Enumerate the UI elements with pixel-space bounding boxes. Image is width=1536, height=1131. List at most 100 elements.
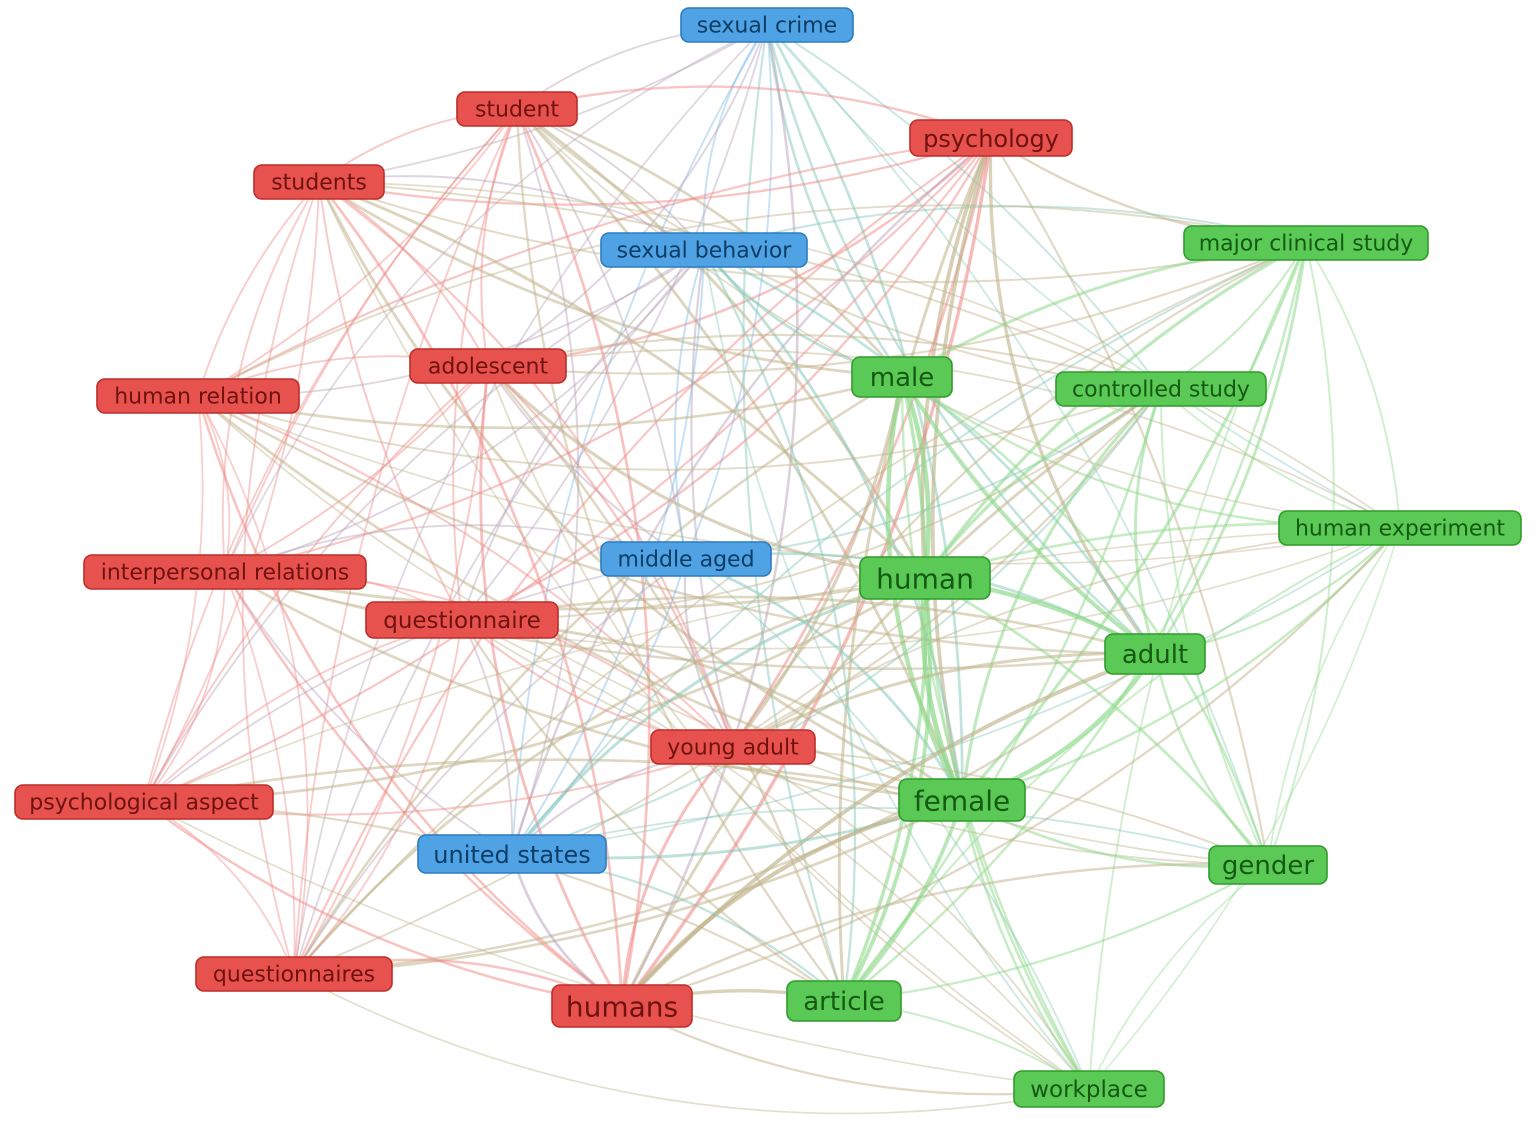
link-questionnaire-questionnaires	[293, 619, 463, 975]
node-workplace[interactable]: workplace	[1013, 1070, 1165, 1108]
link-students-human-experiment	[318, 181, 1401, 529]
node-label-questionnaires: questionnaires	[213, 963, 375, 988]
link-human-relation-adult	[196, 394, 1157, 656]
node-questionnaire[interactable]: questionnaire	[365, 601, 559, 639]
link-sexual-behavior-questionnaires	[293, 249, 705, 975]
node-box-interpersonal-relations	[83, 554, 367, 590]
node-box-workplace	[1013, 1070, 1165, 1108]
link-young-adult-humans	[620, 745, 735, 1008]
node-humans[interactable]: humans	[551, 984, 693, 1028]
link-questionnaire-gender	[461, 619, 1269, 866]
link-major-clinical-study-adult	[1153, 241, 1308, 656]
link-students-interpersonal-relations	[221, 181, 320, 573]
link-adult-young-adult	[731, 652, 1157, 749]
node-label-article: article	[803, 987, 885, 1017]
node-adult[interactable]: adult	[1104, 633, 1206, 675]
node-male[interactable]: male	[851, 356, 953, 398]
node-female[interactable]: female	[898, 778, 1026, 822]
node-major-clinical-study[interactable]: major clinical study	[1183, 225, 1429, 261]
node-box-sexual-crime	[680, 7, 854, 43]
link-human-experiment-gender	[1267, 527, 1401, 866]
link-human-experiment-female	[960, 526, 1402, 802]
node-label-human-experiment: human experiment	[1295, 517, 1505, 542]
node-interpersonal-relations[interactable]: interpersonal relations	[83, 554, 367, 590]
link-sexual-crime-sexual-behavior	[702, 24, 768, 251]
link-human-experiment-united-states	[511, 527, 1401, 855]
node-box-controlled-study	[1055, 371, 1267, 407]
network-nodes: sexual crime student psychology students sex…	[14, 7, 1522, 1108]
node-gender[interactable]: gender	[1208, 845, 1328, 885]
node-article[interactable]: article	[786, 980, 902, 1022]
link-sexual-behavior-adult	[702, 248, 1157, 656]
link-united-states-gender	[511, 807, 1269, 866]
link-sexual-behavior-article	[702, 248, 857, 1003]
node-label-questionnaire: questionnaire	[383, 608, 541, 634]
link-student-psychological-aspect	[143, 108, 518, 803]
node-sexual-behavior[interactable]: sexual behavior	[600, 232, 808, 268]
node-psychological-aspect[interactable]: psychological aspect	[14, 784, 274, 820]
link-adolescent-article	[486, 364, 846, 1003]
link-student-male	[515, 107, 904, 379]
node-student[interactable]: student	[456, 91, 578, 127]
link-controlled-study-united-states	[510, 387, 1163, 856]
node-psychology[interactable]: psychology	[909, 119, 1073, 157]
node-questionnaires[interactable]: questionnaires	[195, 956, 393, 992]
link-psychology-human-relation	[196, 136, 993, 398]
node-box-gender	[1208, 845, 1328, 885]
node-young-adult[interactable]: young adult	[650, 729, 816, 765]
link-sexual-crime-humans	[620, 23, 799, 1008]
link-psychology-gender	[989, 136, 1270, 867]
link-sexual-behavior-middle-aged	[674, 249, 705, 560]
link-human-relation-questionnaires	[197, 395, 309, 975]
link-adolescent-workplace	[487, 365, 1090, 1090]
node-adolescent[interactable]: adolescent	[409, 348, 567, 384]
link-psychological-aspect-humans	[142, 800, 624, 1008]
link-interpersonal-relations-united-states	[224, 571, 513, 855]
link-female-psychological-aspect	[142, 758, 964, 804]
link-student-human-relation	[197, 108, 518, 397]
link-sexual-behavior-interpersonal-relations	[224, 249, 705, 573]
link-adolescent-middle-aged	[486, 364, 688, 561]
node-label-psychological-aspect: psychological aspect	[29, 791, 259, 816]
node-box-psychological-aspect	[14, 784, 274, 820]
node-label-sexual-crime: sexual crime	[697, 14, 837, 39]
link-adolescent-human	[486, 364, 927, 580]
link-interpersonal-relations-questionnaires	[224, 571, 296, 975]
node-sexual-crime[interactable]: sexual crime	[680, 7, 854, 43]
node-human-experiment[interactable]: human experiment	[1278, 510, 1522, 546]
node-label-sexual-behavior: sexual behavior	[617, 239, 793, 264]
node-box-male	[851, 356, 953, 398]
link-human-experiment-humans	[620, 526, 1402, 1008]
node-box-questionnaires	[195, 956, 393, 992]
link-sexual-crime-article	[742, 23, 846, 1003]
link-female-workplace	[960, 798, 1091, 1091]
link-sexual-behavior-psychological-aspect	[143, 249, 705, 803]
link-student-human	[515, 107, 927, 580]
link-psychology-students	[317, 136, 993, 206]
node-label-young-adult: young adult	[667, 736, 799, 761]
link-sexual-behavior-workplace	[703, 249, 1090, 1090]
node-box-young-adult	[650, 729, 816, 765]
node-human[interactable]: human	[859, 556, 991, 600]
node-box-article	[786, 980, 902, 1022]
link-human-relation-young-adult	[196, 394, 735, 749]
node-box-major-clinical-study	[1183, 225, 1429, 261]
node-united-states[interactable]: united states	[417, 834, 607, 874]
link-students-major-clinical-study	[317, 180, 1308, 284]
link-adolescent-human-experiment	[487, 348, 1401, 529]
node-label-student: student	[475, 98, 559, 123]
link-major-clinical-study-female	[960, 241, 1308, 802]
node-label-humans: humans	[566, 991, 678, 1024]
link-male-gender	[900, 375, 1270, 867]
link-major-clinical-study-human-relation	[197, 204, 1307, 397]
node-human-relation[interactable]: human relation	[96, 378, 300, 414]
node-controlled-study[interactable]: controlled study	[1055, 371, 1267, 407]
link-human-relation-humans	[196, 394, 624, 1008]
node-box-united-states	[417, 834, 607, 874]
link-gender-workplace	[1088, 864, 1269, 1090]
node-students[interactable]: students	[253, 164, 385, 200]
link-gender-humans	[620, 862, 1270, 1008]
link-questionnaire-article	[460, 618, 846, 1003]
node-middle-aged[interactable]: middle aged	[600, 541, 772, 577]
node-label-psychology: psychology	[923, 125, 1059, 153]
